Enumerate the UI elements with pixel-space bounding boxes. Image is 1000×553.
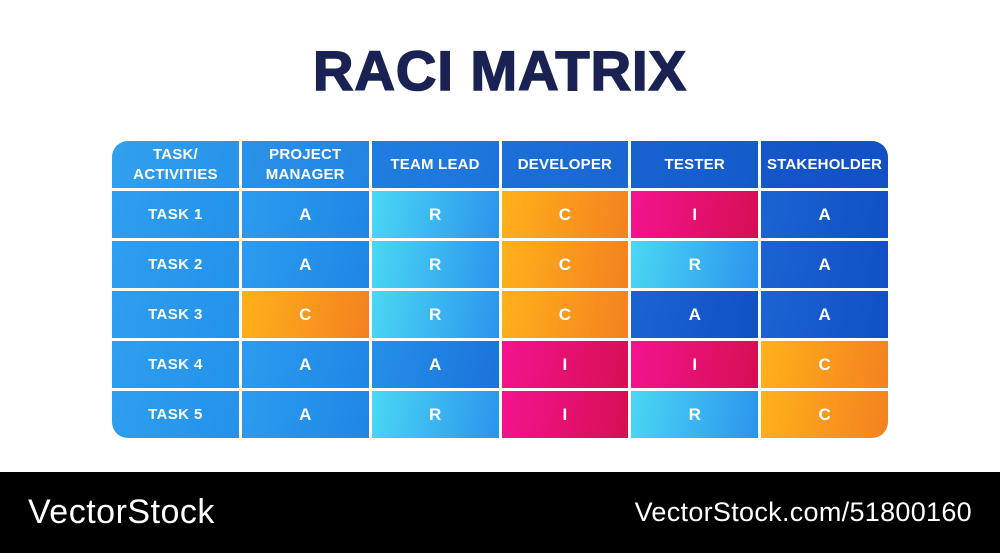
footer-bar: VectorStock VectorStock.com/51800160 bbox=[0, 472, 1000, 553]
header-project-manager: PROJECT MANAGER bbox=[241, 141, 369, 188]
raci-cell: R bbox=[631, 391, 759, 438]
raci-cell: R bbox=[371, 241, 499, 288]
header-task-activities: TASK/ ACTIVITIES bbox=[112, 141, 239, 188]
raci-cell: C bbox=[501, 191, 629, 238]
raci-cell: C bbox=[501, 241, 629, 288]
raci-cell: A bbox=[761, 191, 888, 238]
raci-cell: C bbox=[761, 391, 888, 438]
raci-cell: A bbox=[371, 341, 499, 388]
task-label-task-1: TASK 1 bbox=[112, 191, 239, 238]
vectorstock-url: VectorStock.com/51800160 bbox=[634, 497, 972, 527]
header-team-lead: TEAM LEAD bbox=[371, 141, 499, 188]
raci-cell: R bbox=[371, 391, 499, 438]
raci-cell: R bbox=[371, 191, 499, 238]
header-developer: DEVELOPER bbox=[501, 141, 629, 188]
raci-cell: I bbox=[631, 341, 759, 388]
raci-cell: C bbox=[761, 341, 888, 388]
raci-cell: A bbox=[631, 291, 759, 338]
raci-cell: A bbox=[241, 191, 369, 238]
task-label-task-3: TASK 3 bbox=[112, 291, 239, 338]
raci-cell: C bbox=[501, 291, 629, 338]
raci-cell: A bbox=[241, 341, 369, 388]
raci-cell: A bbox=[241, 391, 369, 438]
raci-cell: I bbox=[501, 391, 629, 438]
vectorstock-logo: VectorStock bbox=[28, 493, 215, 531]
raci-cell: A bbox=[761, 291, 888, 338]
raci-cell: I bbox=[631, 191, 759, 238]
raci-cell: R bbox=[371, 291, 499, 338]
raci-cell: C bbox=[241, 291, 369, 338]
raci-cell: I bbox=[501, 341, 629, 388]
page-title: RACI MATRIX bbox=[312, 38, 687, 103]
task-label-task-5: TASK 5 bbox=[112, 391, 239, 438]
header-tester: TESTER bbox=[631, 141, 759, 188]
task-label-task-2: TASK 2 bbox=[112, 241, 239, 288]
header-stakeholder: STAKEHOLDER bbox=[761, 141, 888, 188]
task-label-task-4: TASK 4 bbox=[112, 341, 239, 388]
raci-cell: A bbox=[241, 241, 369, 288]
raci-cell: R bbox=[631, 241, 759, 288]
raci-cell: A bbox=[761, 241, 888, 288]
